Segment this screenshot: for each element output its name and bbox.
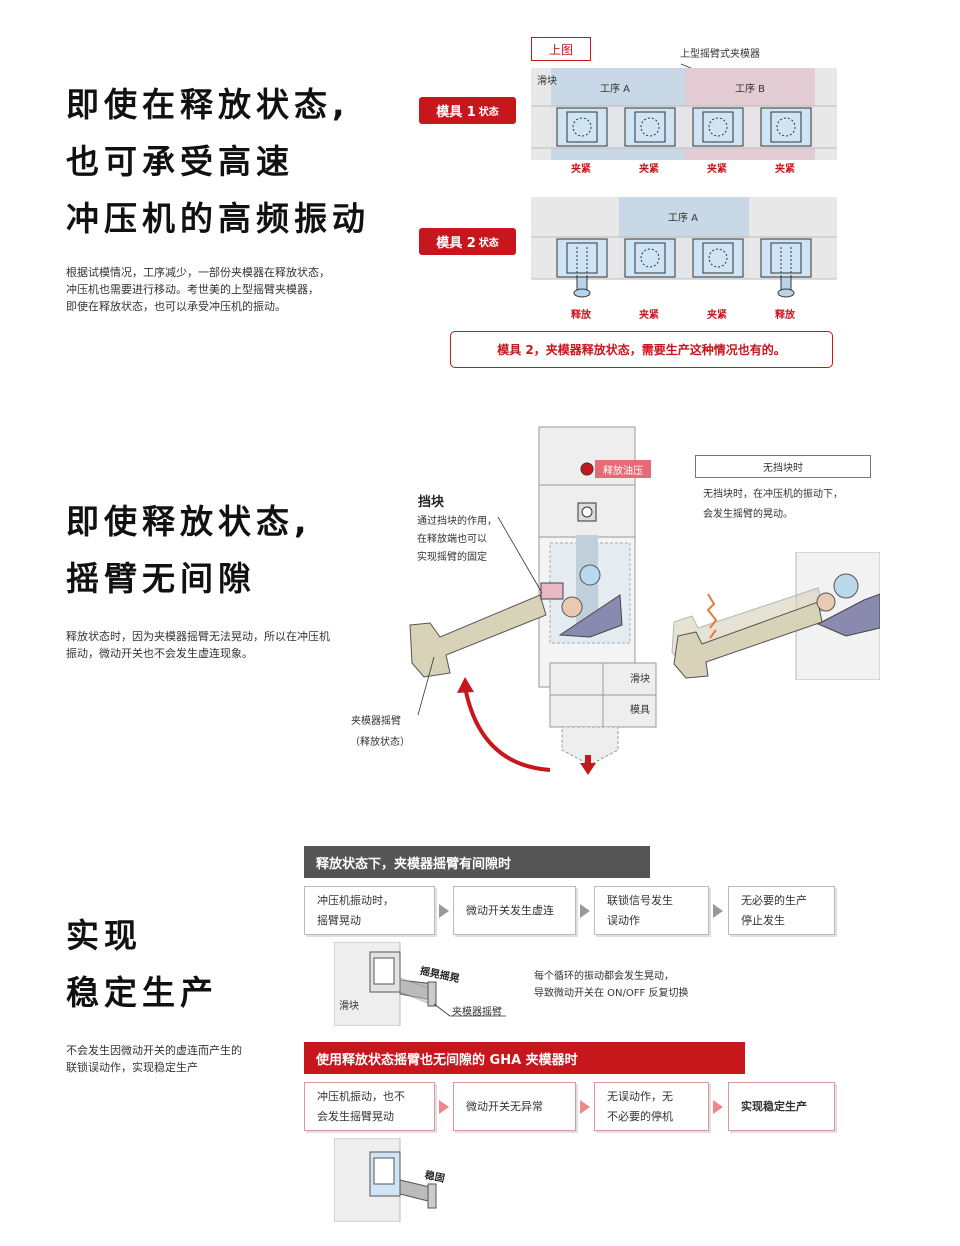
good-arrow-1 [439,1100,449,1114]
section2-title-line2: 摇臂无间隙 [66,559,256,598]
process-b-label: 工序 B [735,84,766,95]
mold-label-side: 模具 [630,705,650,716]
good-step-4: 实现稳定生产 [728,1082,835,1131]
good-step-1: 冲压机振动，也不会发生摇臂晃动 [304,1082,435,1131]
release-pressure-label: 释放油压 [595,460,651,478]
slide-label-top: 滑块 [537,76,557,87]
good-case-bar: 使用释放状态摇臂也无间隙的 GHA 夹模器时 [304,1042,745,1074]
bad-step-1: 冲压机振动时，摇臂晃动 [304,886,435,935]
section2-description: 释放状态时，因为夹模器摇臂无法晃动，所以在冲压机 振动，微动开关也不会发生虚连现… [66,630,330,660]
stopper-title: 挡块 [418,495,445,510]
bad-note: 每个循环的振动都会发生晃动， 导致微动开关在 ON/OFF 反复切换 [534,971,689,999]
good-arrow-2 [580,1100,590,1114]
mold2-diagram [531,197,837,298]
row1-state-2: 夹紧 [639,164,659,175]
section1-title-line3: 冲压机的高频振动 [66,199,370,238]
row1-state-4: 夹紧 [775,164,795,175]
section1-description: 根据试模情况，工序减少，一部份夹模器在释放状态， 冲压机也需要进行移动。考世美的… [66,266,330,313]
clamp-type-label: 上型摇臂式夹模器 [680,49,760,60]
section2-title-line1: 即使释放状态, [66,502,312,541]
slide-label-side: 滑块 [630,674,650,685]
row2-state-1: 释放 [571,310,591,321]
bad-arm-label: 夹模器摇臂 [452,1007,502,1018]
bad-slide-label: 滑块 [339,1001,359,1012]
bad-arrow-3 [713,904,723,918]
no-stopper-diagram [671,552,880,680]
no-stopper-desc: 无挡块时，在冲压机的振动下， 会发生摇臂的晃动。 [703,489,843,520]
good-clamp-diagram [334,1138,437,1222]
section3-title-line2: 稳定生产 [66,973,218,1012]
good-step-3: 无误动作，无不必要的停机 [594,1082,709,1131]
mold2-note: 模具 2，夹模器释放状态，需要生产这种情况也有的。 [450,331,833,368]
bad-arrow-2 [580,904,590,918]
good-step-2: 微动开关无异常 [453,1082,576,1131]
arm-state-label: （释放状态） [350,737,410,748]
row2-state-4: 释放 [775,310,795,321]
process-a-label: 工序 A [600,84,631,95]
row2-state-2: 夹紧 [639,310,659,321]
section3-description: 不会发生因微动开关的虚连而产生的 联锁误动作，实现稳定生产 [66,1044,242,1074]
bad-step-4: 无必要的生产停止发生 [728,886,835,935]
section3-title-line1: 实现 [66,916,142,955]
arm-label: 夹模器摇臂 [351,716,401,727]
clamp-cylinder-diagram [409,426,657,775]
row1-state-1: 夹紧 [571,164,591,175]
bad-case-bar: 释放状态下，夹模器摇臂有间隙时 [304,846,650,878]
bad-arrow-1 [439,904,449,918]
bad-clamp-diagram [334,942,506,1026]
row2-state-3: 夹紧 [707,310,727,321]
bad-step-2: 微动开关发生虚连 [453,886,576,935]
mold1-diagram [531,63,837,160]
bad-step-3: 联锁信号发生误动作 [594,886,709,935]
process-a-label-row2: 工序 A [668,213,699,224]
stopper-desc: 通过挡块的作用， 在释放端也可以 实现摇臂的固定 [417,516,497,563]
top-view-label: 上图 [531,37,591,61]
row1-state-3: 夹紧 [707,164,727,175]
section1-title-line1: 即使在释放状态, [66,85,350,124]
no-stopper-box: 无挡块时 [695,455,871,478]
section1-title-line2: 也可承受高速 [66,142,294,181]
good-arrow-3 [713,1100,723,1114]
